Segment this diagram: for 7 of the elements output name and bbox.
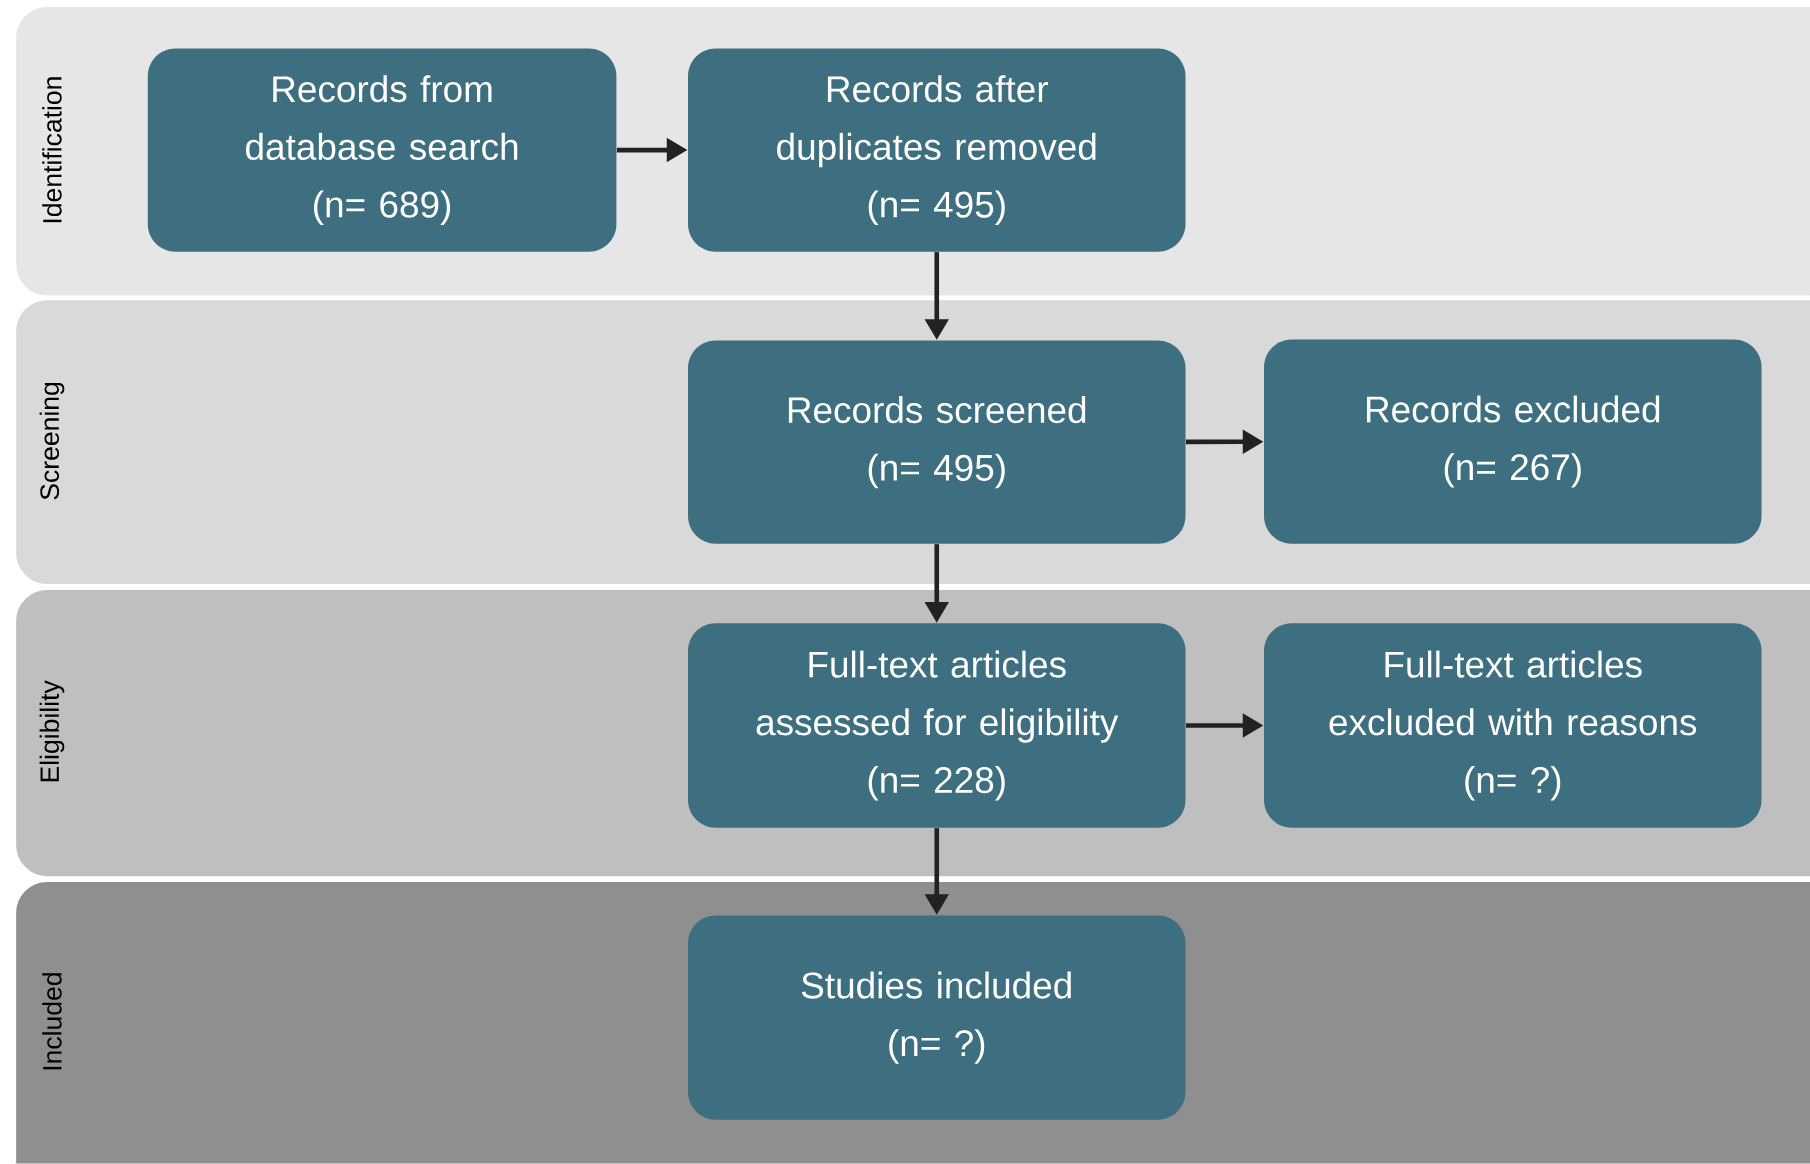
process-box: Records screened (n= 495) xyxy=(688,340,1186,544)
process-box: Records excluded (n= 267) xyxy=(1264,339,1762,544)
process-box: Records after duplicates removed (n= 495) xyxy=(688,48,1186,252)
process-box: Full-text articles excluded with reasons (n= ?) xyxy=(1264,623,1762,828)
process-box: Full-text articles assessed for eligibility (n= 228) xyxy=(688,623,1186,828)
process-box: Studies included (n= ?) xyxy=(688,915,1186,1120)
process-box: Records from database search (n= 689) xyxy=(147,48,617,252)
